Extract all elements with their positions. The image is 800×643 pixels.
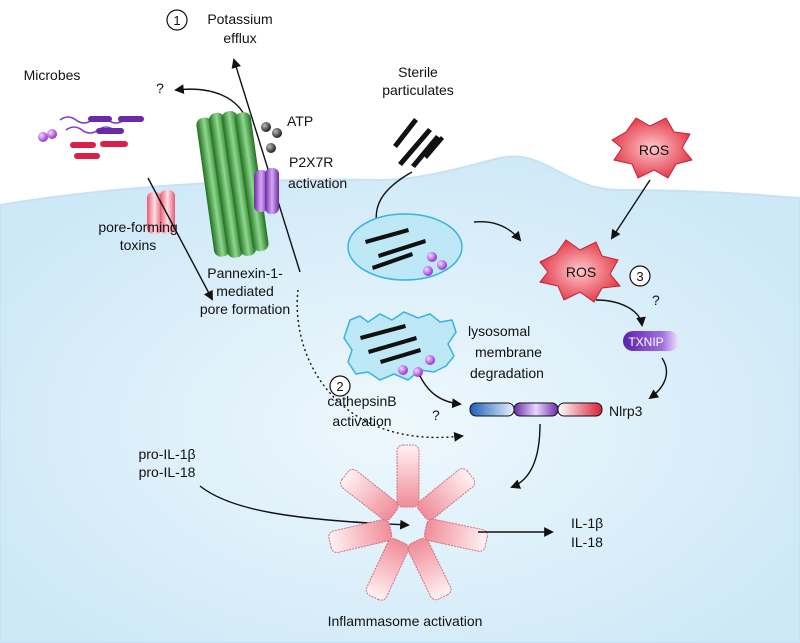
pannexin-to-nlrp3-dotted-arrow bbox=[296, 289, 464, 442]
il1b-label: IL-1β bbox=[571, 515, 603, 531]
txnip-protein: TXNIP bbox=[623, 331, 679, 351]
question-mark-cathepsin: ? bbox=[432, 407, 440, 423]
particulates-label: particulates bbox=[382, 82, 454, 98]
p2x7r-activation-label: activation bbox=[288, 175, 347, 191]
inflammasome-complex bbox=[328, 444, 488, 601]
pro-il18-label: pro-IL-18 bbox=[139, 464, 196, 480]
potassium-efflux-arrow bbox=[231, 58, 301, 273]
svg-text:3: 3 bbox=[636, 269, 643, 284]
pannexin-label-line2: mediated bbox=[216, 283, 274, 299]
nlrp3-protein bbox=[469, 402, 603, 417]
p2x7r-label: P2X7R bbox=[289, 154, 333, 170]
svg-text:2: 2 bbox=[336, 379, 343, 394]
step-2-marker: 2 bbox=[329, 375, 351, 397]
pro-il1b-label: pro-IL-1β bbox=[138, 446, 195, 462]
microbes-group bbox=[38, 116, 144, 159]
lysosomal-label-line2: membrane bbox=[475, 344, 542, 360]
step-1-marker: 1 bbox=[166, 9, 188, 31]
nlrp3-to-inflammasome-arrow bbox=[510, 423, 541, 489]
phagosome bbox=[347, 213, 463, 281]
pannexin-1-channel bbox=[196, 110, 269, 258]
il18-label: IL-18 bbox=[571, 534, 603, 550]
step-3-marker: 3 bbox=[629, 265, 651, 287]
ros-to-txnip-arrow bbox=[595, 299, 646, 327]
cathepsin-label-line2: activation bbox=[332, 413, 391, 429]
toxins-label: toxins bbox=[120, 237, 157, 253]
damaged-lysosome bbox=[343, 311, 457, 381]
potassium-label: Potassium bbox=[207, 11, 272, 27]
ros-outer-label: ROS bbox=[639, 142, 669, 158]
toxin-arrow bbox=[147, 177, 213, 301]
lysosomal-label-line3: degradation bbox=[470, 365, 544, 381]
question-mark-ros: ? bbox=[652, 292, 660, 308]
cathepsin-arrow bbox=[419, 375, 462, 409]
p2x7r-receptor bbox=[254, 168, 279, 214]
lysosomal-label-line1: lysosomal bbox=[468, 323, 530, 339]
inflammasome-label: Inflammasome activation bbox=[328, 613, 483, 629]
ros-outer-burst bbox=[611, 117, 693, 179]
sterile-label: Sterile bbox=[398, 64, 438, 80]
atp-label: ATP bbox=[287, 113, 313, 129]
efflux-label: efflux bbox=[223, 30, 256, 46]
pannexin-label-line3: pore formation bbox=[200, 301, 290, 317]
cathepsin-label-line1: cathepsinB bbox=[327, 393, 396, 409]
atp-molecules bbox=[261, 122, 282, 153]
ros-inner-label: ROS bbox=[566, 264, 596, 280]
nlrp3-label: Nlrp3 bbox=[609, 403, 643, 419]
phagosome-to-ros-arrow bbox=[473, 221, 522, 242]
sterile-particles bbox=[393, 118, 444, 168]
microbes-label: Microbes bbox=[24, 67, 81, 83]
txnip-to-nlrp3-arrow bbox=[648, 357, 668, 400]
question-mark-top: ? bbox=[156, 80, 164, 96]
svg-text:TXNIP: TXNIP bbox=[628, 335, 663, 349]
pore-forming-label: pore-forming bbox=[98, 219, 177, 235]
svg-text:1: 1 bbox=[173, 13, 180, 28]
ros-outer-arrow bbox=[610, 179, 651, 240]
ros-inner-burst bbox=[539, 239, 621, 303]
pannexin-label-line1: Pannexin-1- bbox=[207, 265, 283, 281]
